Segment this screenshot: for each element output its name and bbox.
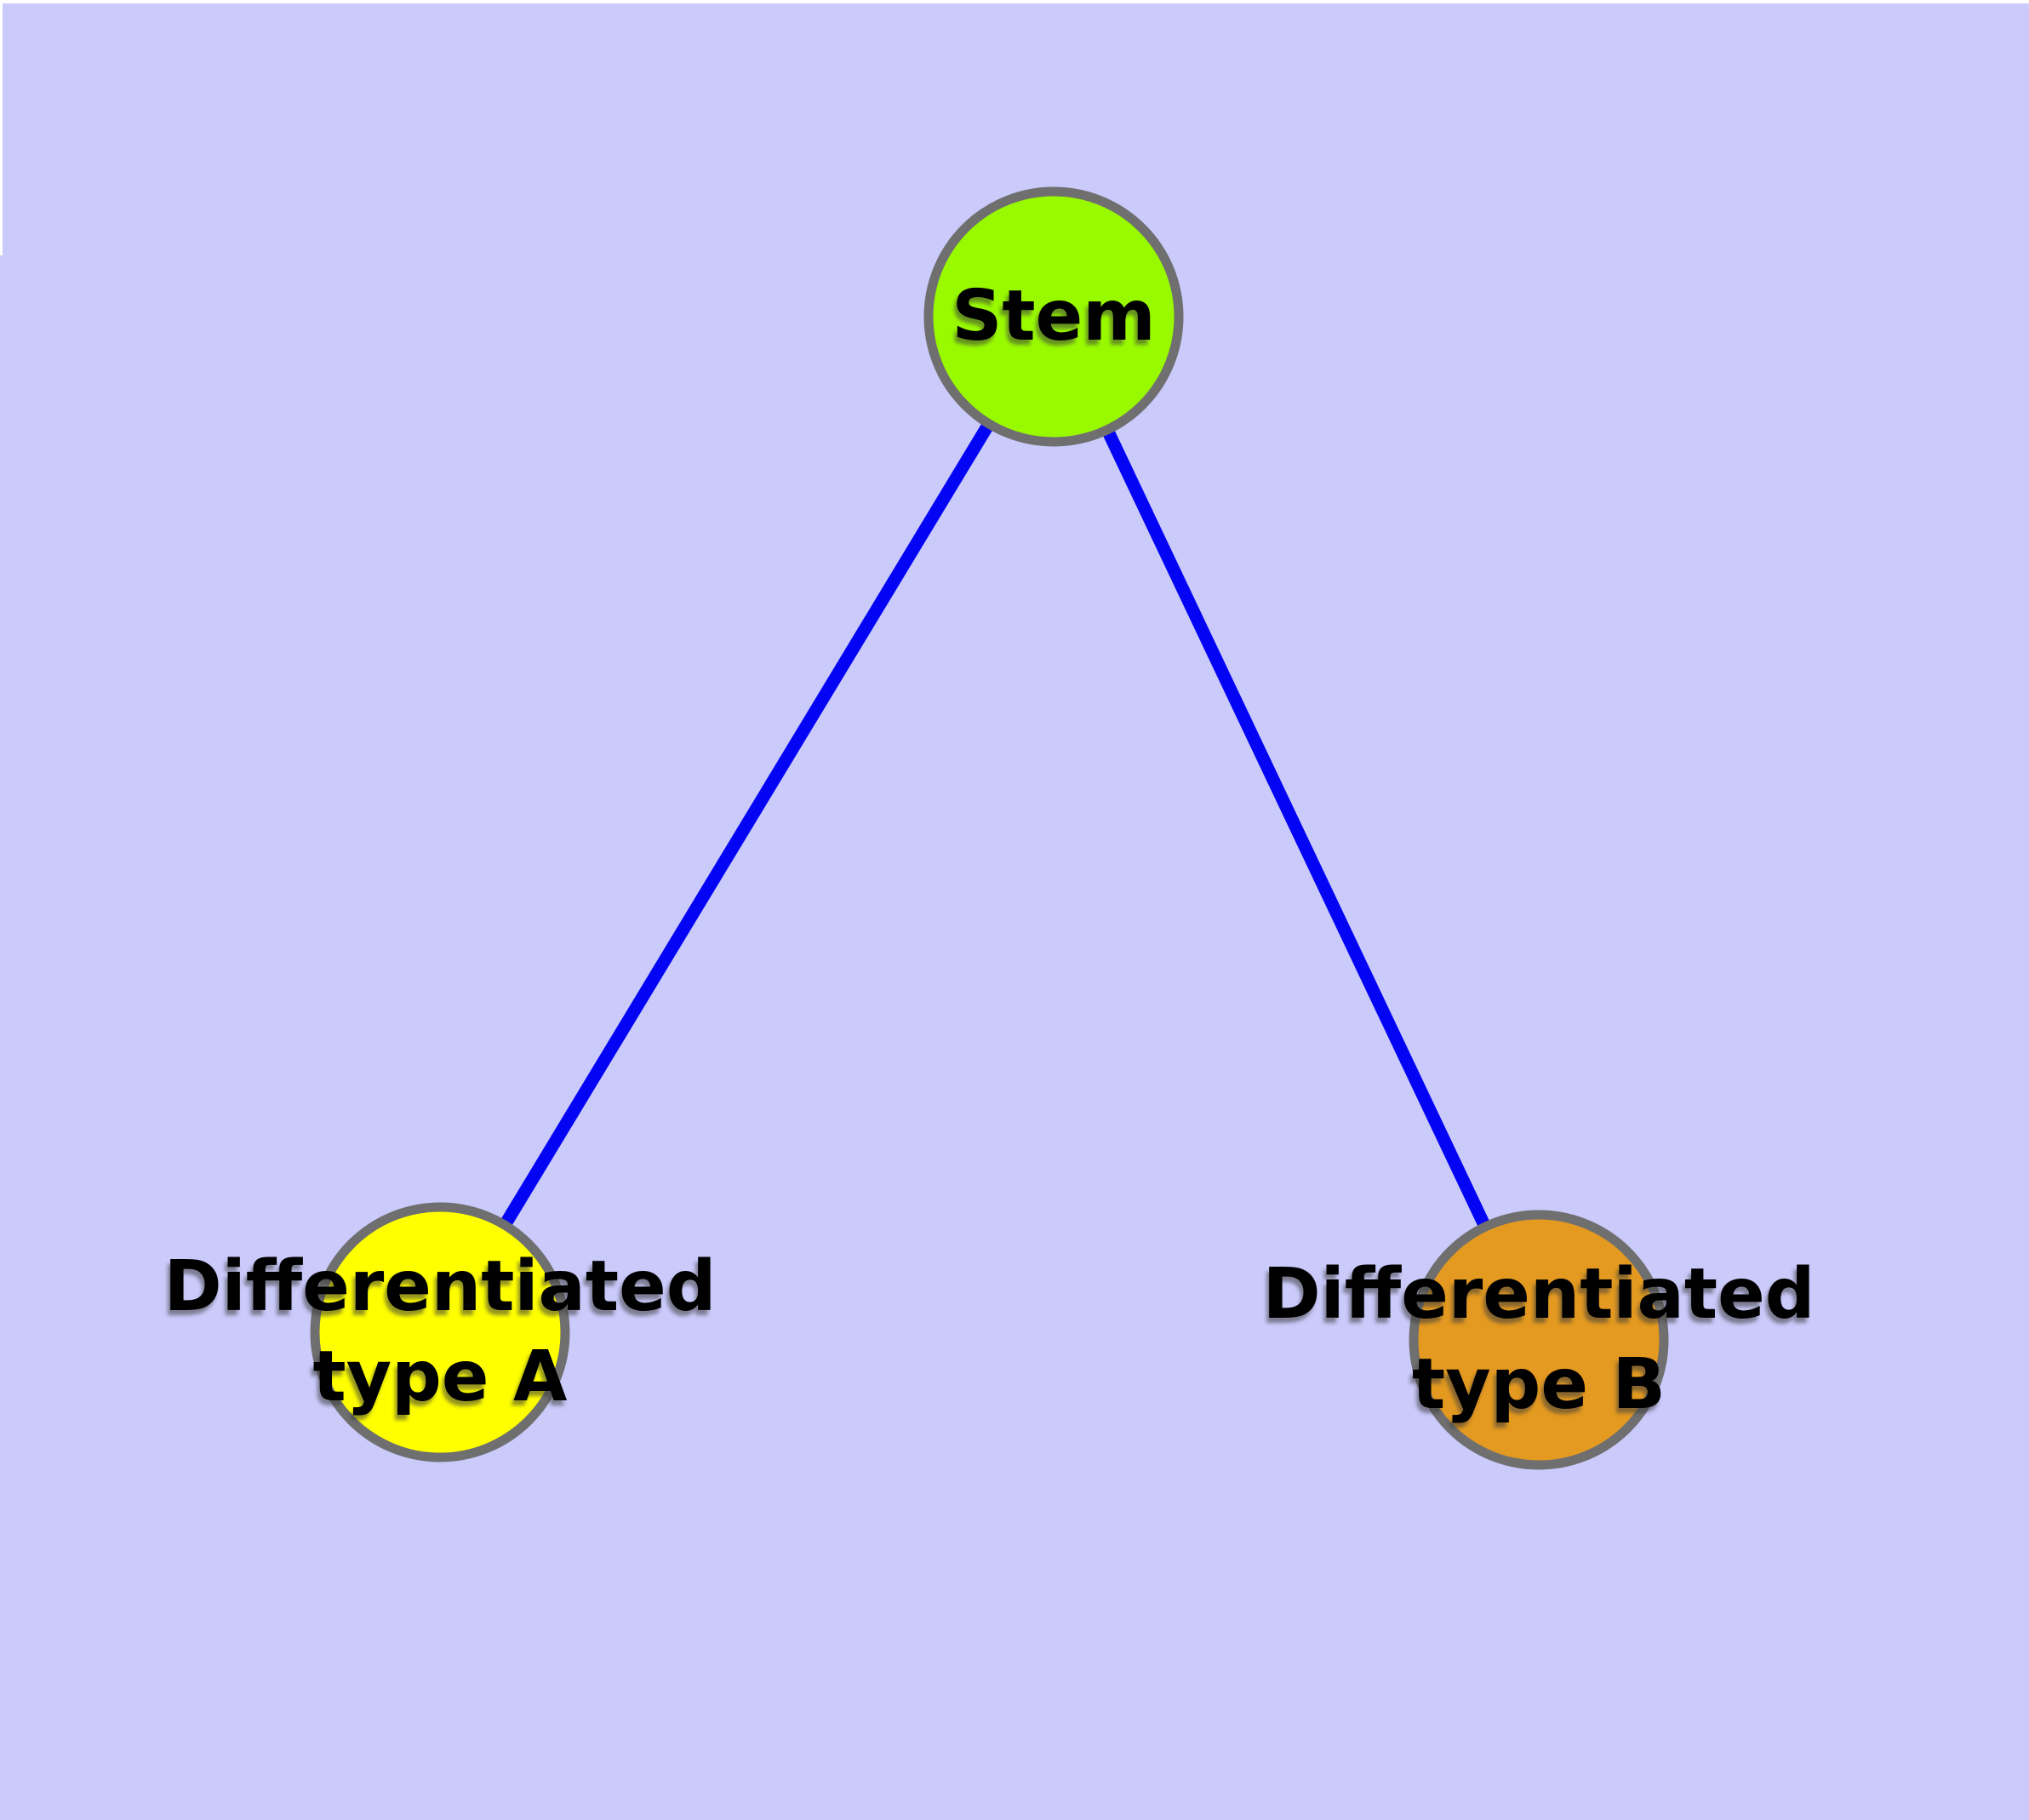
edge-stem-to-differentiated-type-b xyxy=(1048,313,1545,1343)
figure-left-margin xyxy=(0,0,3,255)
edges-layer xyxy=(434,313,1545,1343)
nodes-layer xyxy=(310,186,1669,1470)
edge-stem-to-differentiated-type-a xyxy=(434,313,1060,1336)
node-stem xyxy=(923,186,1184,447)
figure-top-margin xyxy=(0,0,2029,3)
node-differentiated-type-a xyxy=(310,1202,570,1462)
node-differentiated-type-b xyxy=(1409,1210,1669,1470)
